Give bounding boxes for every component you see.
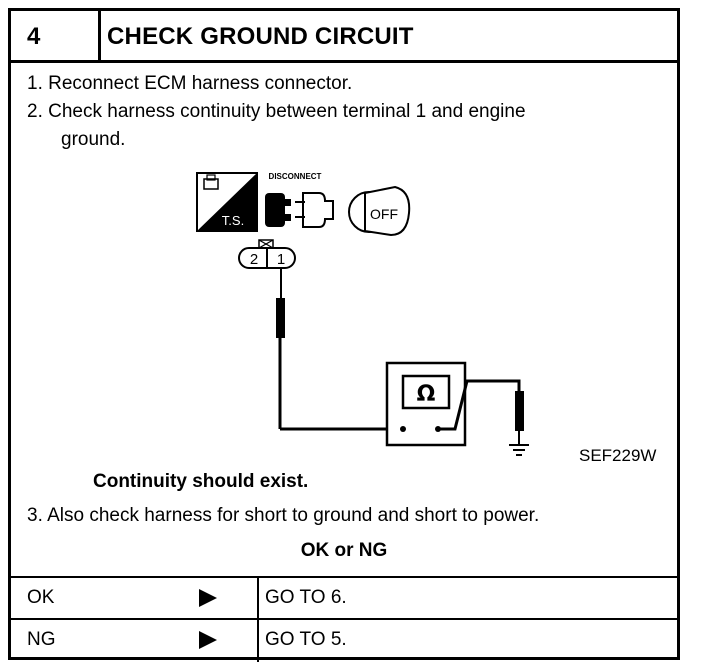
continuity-note: Continuity should exist. [93,471,309,492]
figure-reference-code: SEF229W [579,446,657,465]
wiring-diagram: T.S. DISCONNECT OFF [196,172,529,456]
step-number: 4 [11,11,101,60]
step-body: 1. Reconnect ECM harness connector. 2. C… [11,63,677,578]
ts-icon-label: T.S. [222,213,244,228]
ignition-off-label: OFF [370,206,398,222]
disconnect-label: DISCONNECT [269,172,322,181]
ohmmeter: Ω [385,361,467,447]
ohm-symbol: Ω [417,382,436,407]
step-title: CHECK GROUND CIRCUIT [107,23,414,50]
ts-icon: T.S. [196,172,258,232]
step-header: 4 CHECK GROUND CIRCUIT [11,11,677,63]
arrow-right-icon [199,589,217,607]
right-probe [438,379,524,445]
arrow-right-icon [199,631,217,649]
decision-label: OK or NG [300,540,388,561]
result-label: OK [27,587,55,608]
disconnect-icon: DISCONNECT [265,172,334,228]
terminal-2: 2 [250,251,258,268]
result-action: GO TO 5. [265,629,347,650]
result-row-ng: NG GO TO 5. [11,620,677,662]
harness-connector: 2 1 [238,239,296,269]
instruction-step-3: 3. Also check harness for short to groun… [27,505,540,526]
result-label: NG [27,629,56,650]
left-probe [276,268,403,431]
ignition-key-icon: OFF [348,185,411,237]
result-row-ok: OK GO TO 6. [11,578,677,620]
result-action: GO TO 6. [265,587,347,608]
instruction-step-1: 1. Reconnect ECM harness connector. [27,73,353,94]
instruction-step-2: 2. Check harness continuity between term… [27,101,526,122]
procedure-table: 4 CHECK GROUND CIRCUIT 1. Reconnect ECM … [8,8,680,662]
instruction-step-2-continued: ground. [61,129,126,150]
ground-symbol-icon [509,444,529,456]
terminal-1: 1 [277,251,285,268]
